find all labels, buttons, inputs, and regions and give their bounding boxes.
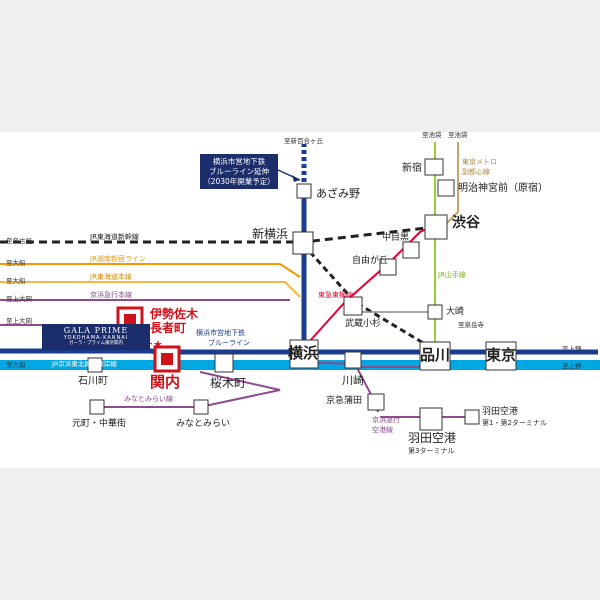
- dest-ofuna-3: 至大船: [6, 361, 26, 369]
- shinagawa-musashikosugi-dashed: [308, 250, 431, 349]
- station-azamino: [296, 183, 312, 199]
- fukutoshin-line: [444, 142, 459, 226]
- label-shinagawa: 品川: [420, 346, 451, 364]
- station-motomachi: [89, 399, 105, 415]
- line-label-minatomirai: みなとみらい線: [124, 395, 173, 403]
- dest-ueno-1: 至上野: [562, 345, 582, 353]
- dest-shinyurigaoka: 至新百合ヶ丘: [284, 137, 323, 145]
- property-star: ★: [153, 338, 163, 351]
- label-ishikawacho: 石川町: [78, 376, 108, 387]
- notice-line2: ブルーライン延伸: [209, 167, 269, 176]
- station-shinagawa: [419, 341, 451, 371]
- dest-ikebukuro-1: 至池袋: [422, 131, 442, 139]
- label-sakuragicho: 桜木町: [210, 376, 247, 390]
- label-haneda-12-sub: 第1・第2ターミナル: [482, 419, 547, 427]
- property-box: GALA PRIME YOKOHAMA-KANNAI ガーラ・プライム横浜関内: [42, 324, 150, 350]
- property-desc: ガーラ・プライム横浜関内: [69, 341, 123, 346]
- label-musashikosugi: 武蔵小杉: [345, 319, 382, 329]
- line-label-keikyu: 京浜急行本線: [90, 291, 132, 299]
- dest-kamiooka-1: 至上大岡: [6, 295, 32, 303]
- label-isezaki-2: 長者町: [150, 321, 187, 335]
- line-label-keikyu-air-1: 京浜急行: [372, 416, 400, 424]
- notice-arrow-head: [292, 175, 300, 182]
- line-label-keihin: JR京浜東北線・根岸線: [52, 360, 117, 368]
- route-map: ★ 横浜市営地下鉄 ブルーライン延伸 （2030年開業予定） GALA PRIM…: [0, 132, 600, 468]
- station-minatomirai: [193, 399, 209, 415]
- tokaido-line: [0, 281, 301, 298]
- line-label-shinkansen: JR東海道新幹線: [90, 233, 139, 241]
- label-kawasaki: 川崎: [342, 374, 364, 387]
- dest-nagoya: 至名古屋: [6, 237, 32, 245]
- dest-sengakuji: 至泉岳寺: [458, 321, 484, 329]
- line-label-fukutoshin-2: 副都心線: [462, 168, 490, 176]
- dest-kamiooka-2: 至上大岡: [6, 317, 32, 325]
- station-tokyo: [485, 341, 517, 371]
- line-label-yamanote: JR山手線: [438, 271, 466, 279]
- label-kannai: 関内: [150, 373, 181, 391]
- dest-ofuna-2: 至大船: [6, 277, 26, 285]
- kannai-inner: [161, 353, 173, 365]
- label-shibuya: 渋谷: [452, 215, 480, 231]
- station-haneda-12: [464, 409, 480, 425]
- dest-ikebukuro-2: 至池袋: [448, 131, 468, 139]
- notice-line3: （2030年開業予定）: [203, 177, 275, 186]
- station-musashikosugi: [343, 296, 363, 316]
- station-keikyu-kamata: [367, 393, 385, 411]
- station-nakameguro: [402, 241, 420, 259]
- line-label-blue-2: ブルーライン: [208, 339, 250, 347]
- station-shin-yokohama: [292, 231, 314, 255]
- extension-notice: 横浜市営地下鉄 ブルーライン延伸 （2030年開業予定）: [200, 154, 278, 189]
- station-osaki: [427, 304, 443, 320]
- line-label-shonan: JR湘南新宿ライン: [90, 255, 146, 263]
- line-label-fukutoshin-1: 東京メトロ: [462, 158, 497, 166]
- dest-ofuna-1: 至大船: [6, 259, 26, 267]
- station-ishikawacho: [87, 357, 103, 373]
- station-shibuya: [424, 214, 448, 240]
- station-sakuragicho: [214, 353, 234, 373]
- label-motomachi: 元町・中華街: [72, 419, 127, 429]
- route-lines: ★: [0, 142, 600, 431]
- isezaki-inner: [124, 314, 136, 326]
- property-sub: YOKOHAMA-KANNAI: [63, 335, 129, 341]
- station-yokohama: [289, 339, 319, 369]
- label-tokyo: 東京: [486, 346, 517, 364]
- line-label-keikyu-air-2: 空港線: [372, 426, 393, 434]
- label-osaki: 大崎: [446, 307, 465, 317]
- station-kawasaki: [344, 351, 362, 369]
- label-haneda-3: 羽田空港: [408, 431, 457, 445]
- station-meiji: [437, 179, 455, 197]
- label-haneda-3-sub: 第3ターミナル: [408, 447, 455, 455]
- label-meiji: 明治神宮前（原宿）: [458, 183, 548, 194]
- label-azamino: あざみ野: [316, 187, 360, 200]
- line-label-toyoko: 東急東横線: [318, 291, 353, 299]
- label-jiyugaoka: 自由が丘: [352, 256, 389, 266]
- label-shinjuku: 新宿: [402, 163, 422, 174]
- line-label-tokaido: JR東海道本線: [90, 273, 132, 281]
- label-minatomirai: みなとみらい: [176, 419, 231, 429]
- property-name: GALA PRIME: [63, 326, 129, 335]
- label-keikyu-kamata: 京急蒲田: [326, 396, 363, 406]
- station-haneda-3: [419, 407, 443, 431]
- label-shin-yokohama: 新横浜: [252, 227, 289, 241]
- line-label-blue-1: 横浜市営地下鉄: [196, 329, 245, 337]
- label-yokohama: 横浜: [288, 344, 319, 362]
- label-haneda-12: 羽田空港: [482, 407, 519, 417]
- notice-line1: 横浜市営地下鉄: [212, 157, 266, 166]
- label-isezaki-1: 伊勢佐木: [150, 307, 199, 321]
- station-jiyugaoka: [379, 258, 397, 276]
- shonan-shinjuku-line: [0, 263, 301, 278]
- dest-ueno-2: 至上野: [562, 362, 582, 370]
- label-nakameguro: 中目黒: [382, 233, 410, 243]
- station-shinjuku: [424, 158, 444, 176]
- shinkansen-line: [0, 225, 436, 244]
